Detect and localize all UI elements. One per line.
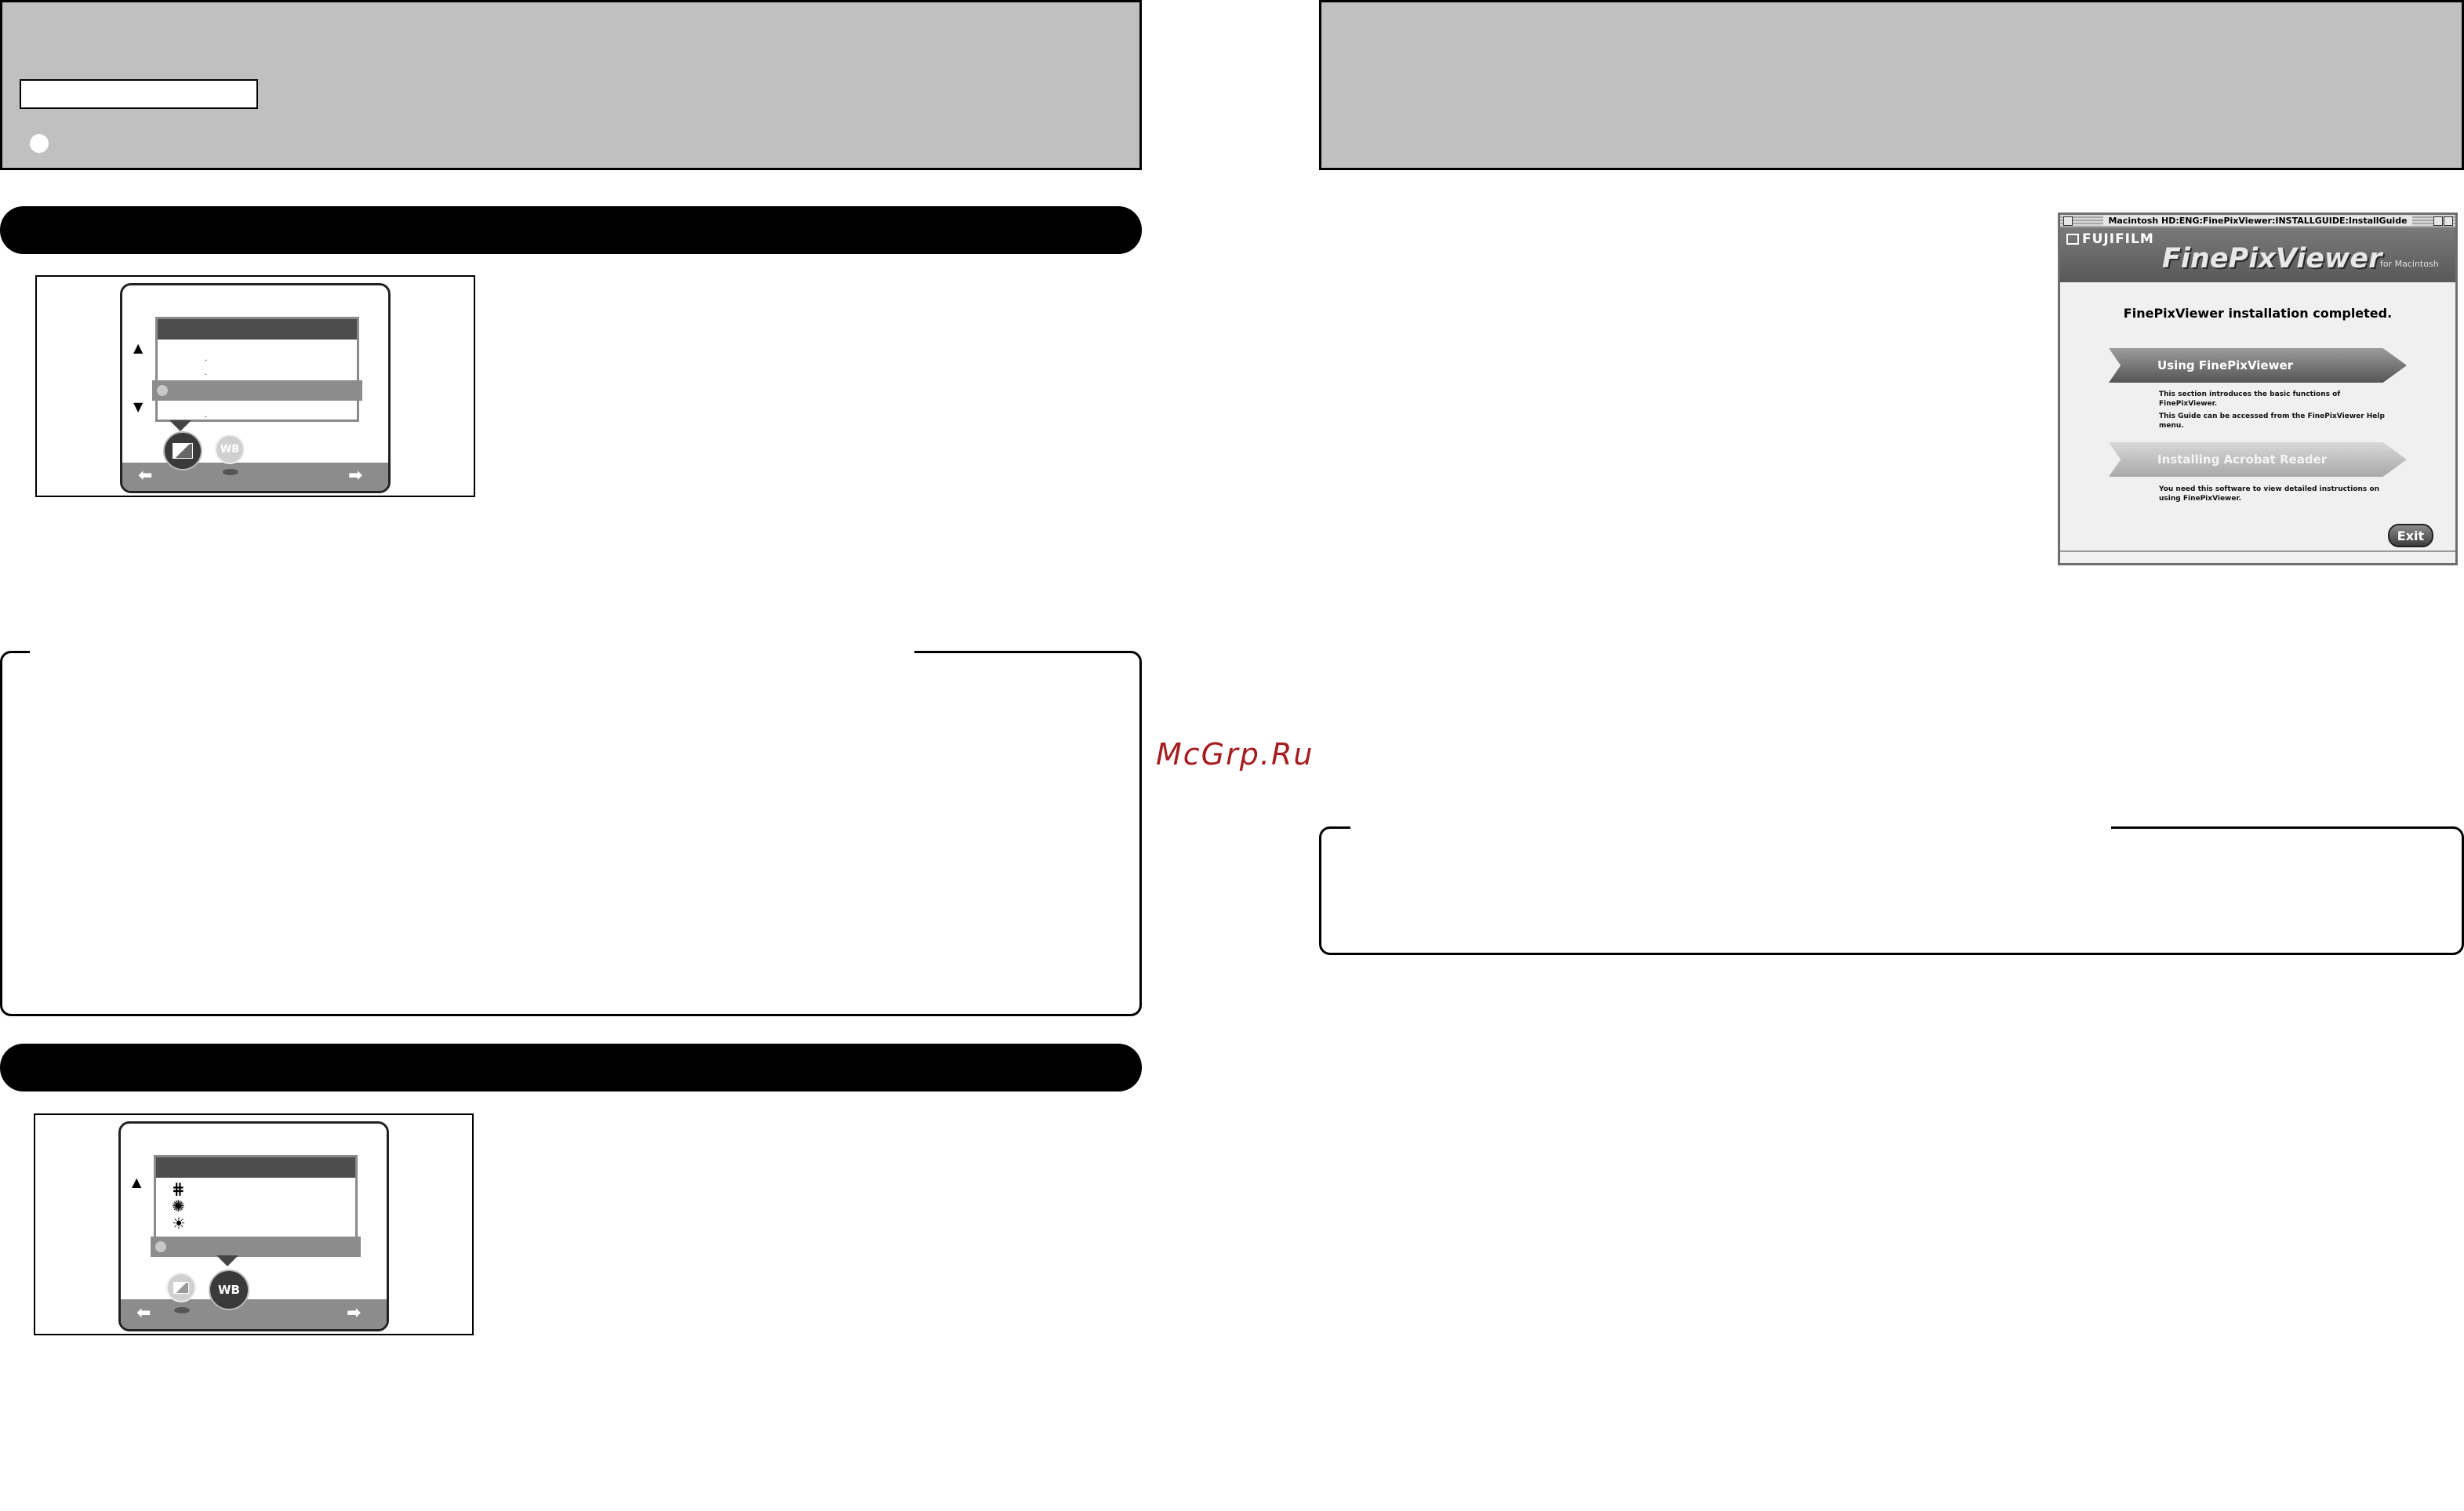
left-header-box — [0, 0, 1142, 170]
white-balance-icon[interactable]: WB — [215, 434, 245, 464]
menu-selected-row[interactable] — [151, 1237, 361, 1257]
right-header-box — [1319, 0, 2464, 170]
select-dot-icon — [157, 385, 168, 396]
pointer-triangle-icon — [216, 1255, 238, 1266]
pointer-triangle-icon — [169, 420, 191, 431]
watermark: McGrp.Ru — [1156, 737, 1314, 772]
using-finepixviewer-button[interactable]: Using FinePixViewer — [2109, 348, 2407, 383]
bullet-circle-icon — [30, 134, 49, 153]
close-box-icon[interactable] — [2063, 216, 2073, 226]
fluorescent-light-icon[interactable]: ⋕ — [172, 1179, 185, 1198]
section-bar-exposure — [0, 206, 1142, 254]
note-box-right-title-gap — [1350, 823, 2111, 830]
window-title-bar: Macintosh HD:ENG:FinePixViewer:INSTALLGU… — [2060, 215, 2455, 229]
note-box-right — [1319, 826, 2464, 955]
back-arrow-icon[interactable]: ⬅ — [136, 1303, 151, 1323]
camera-lcd: ▲ ▼ . . . ⬅ ➡ WB — [120, 283, 391, 493]
note-box-left — [0, 651, 1142, 1016]
camera-bottom-bar: ⬅ ➡ — [121, 1299, 387, 1329]
menu-header — [156, 1157, 355, 1178]
using-desc-2: This Guide can be accessed from the Fine… — [2159, 412, 2385, 430]
exposure-compensation-icon[interactable] — [163, 431, 202, 470]
header-label-box — [20, 79, 258, 109]
wb-label: WB — [218, 1283, 240, 1297]
exit-button[interactable]: Exit — [2388, 524, 2433, 547]
forward-arrow-icon[interactable]: ➡ — [347, 1303, 362, 1323]
product-suffix: for Macintosh — [2380, 259, 2439, 269]
note-box-left-title-gap — [30, 648, 914, 654]
camera-screen-white-balance: ▲ ⋕ ✺ ☀ ⬅ ➡ WB — [34, 1113, 474, 1335]
window-bottom-divider — [2060, 550, 2455, 552]
menu-item[interactable]: . — [205, 411, 208, 420]
window-title: Macintosh HD:ENG:FinePixViewer:INSTALLGU… — [2103, 216, 2412, 226]
camera-lcd: ▲ ⋕ ✺ ☀ ⬅ ➡ WB — [118, 1121, 389, 1331]
menu-selected-row[interactable] — [152, 380, 362, 401]
white-balance-icon[interactable]: WB — [209, 1269, 249, 1310]
installer-window: Macintosh HD:ENG:FinePixViewer:INSTALLGU… — [2058, 212, 2458, 565]
sunny-icon[interactable]: ☀ — [172, 1214, 186, 1233]
scroll-up-icon: ▲ — [133, 340, 144, 355]
incandescent-light-icon[interactable]: ✺ — [172, 1197, 185, 1215]
zoom-box-icon[interactable] — [2433, 216, 2443, 226]
exit-button-label: Exit — [2397, 528, 2425, 543]
product-logo: FinePixViewer — [2162, 243, 2382, 274]
brand-label: FUJIFILM — [2082, 231, 2154, 247]
back-arrow-icon[interactable]: ⬅ — [138, 466, 153, 485]
indicator-oval — [223, 469, 238, 475]
select-dot-icon — [155, 1241, 166, 1252]
menu-panel: . . . — [155, 317, 359, 422]
camera-bottom-bar: ⬅ ➡ — [122, 463, 388, 491]
installer-banner: FUJIFILM FinePixViewer for Macintosh — [2060, 227, 2455, 282]
scroll-down-icon: ▼ — [133, 399, 144, 414]
fujifilm-logo-icon — [2066, 234, 2079, 245]
installer-heading: FinePixViewer installation completed. — [2123, 306, 2393, 321]
acrobat-button-label: Installing Acrobat Reader — [2157, 452, 2328, 467]
collapse-box-icon[interactable] — [2444, 216, 2453, 226]
menu-panel: ⋕ ✺ ☀ — [154, 1155, 358, 1248]
section-bar-white-balance — [0, 1044, 1142, 1091]
menu-header — [158, 319, 357, 340]
installing-acrobat-reader-button[interactable]: Installing Acrobat Reader — [2109, 442, 2407, 477]
using-desc-1: This section introduces the basic functi… — [2159, 390, 2341, 408]
wb-label: WB — [220, 443, 240, 456]
forward-arrow-icon[interactable]: ➡ — [348, 466, 363, 485]
menu-item[interactable]: . — [205, 354, 208, 363]
scroll-up-icon: ▲ — [132, 1175, 142, 1190]
using-button-label: Using FinePixViewer — [2157, 358, 2294, 372]
acrobat-desc: You need this software to view detailed … — [2159, 485, 2379, 503]
indicator-oval — [174, 1307, 190, 1313]
exposure-compensation-icon[interactable] — [166, 1273, 196, 1302]
menu-item[interactable]: . — [205, 369, 208, 377]
camera-screen-exposure: ▲ ▼ . . . ⬅ ➡ WB — [35, 275, 475, 497]
